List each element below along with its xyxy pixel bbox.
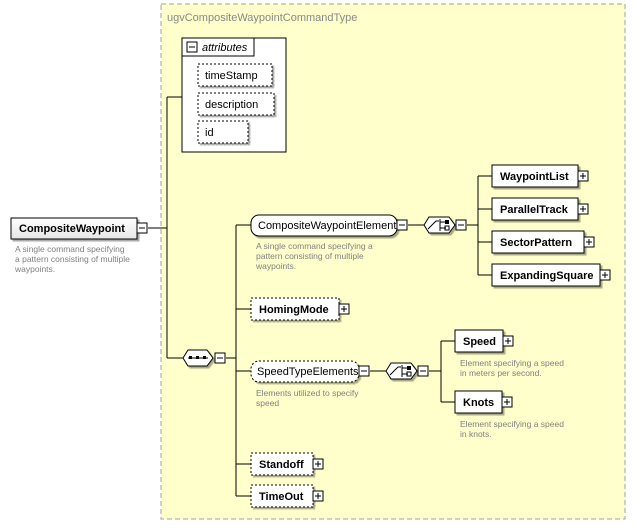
root-element-label: CompositeWaypoint [19, 223, 125, 235]
waypoint-list-label: WaypointList [500, 171, 569, 183]
composite-group-description: A single command specifying a pattern co… [255, 241, 375, 271]
element-parallel-track[interactable]: ParallelTrack [491, 197, 579, 221]
expand-icon[interactable] [501, 396, 513, 408]
choice-compositor[interactable] [423, 216, 456, 234]
element-waypoint-list[interactable]: WaypointList [491, 164, 579, 188]
attribute-description-label: description [205, 99, 258, 111]
root-description: A single command specifying a pattern co… [14, 244, 132, 274]
element-expanding-square[interactable]: ExpandingSquare [491, 263, 601, 287]
attributes-collapse-icon[interactable] [186, 41, 198, 53]
composite-waypoint-elements-group[interactable]: CompositeWaypointElements [250, 214, 402, 237]
element-standoff[interactable]: Standoff [250, 452, 314, 476]
sequence-compositor[interactable] [182, 349, 214, 367]
attributes-title: attributes [202, 42, 248, 54]
expand-icon[interactable] [577, 170, 589, 182]
speed-description: Element specifying a speed in meters per… [460, 358, 566, 378]
speed-group-collapse-icon[interactable] [358, 365, 370, 377]
speed-group-description: Elements utilized to specify speed [256, 388, 361, 408]
speed-label: Speed [463, 336, 496, 348]
expand-icon[interactable] [312, 458, 324, 470]
speed-choice-compositor[interactable] [385, 362, 418, 380]
speed-choice-collapse-icon[interactable] [417, 365, 429, 377]
knots-description: Element specifying a speed in knots. [460, 419, 566, 439]
attribute-id[interactable]: id [197, 120, 249, 144]
standoff-label: Standoff [259, 459, 304, 471]
element-speed[interactable]: Speed [454, 329, 504, 353]
expand-icon[interactable] [599, 269, 611, 281]
knots-label: Knots [463, 397, 494, 409]
collapse-icon[interactable] [136, 222, 148, 234]
choice-collapse-icon[interactable] [455, 219, 467, 231]
type-name: ugvCompositeWaypointCommandType [167, 12, 357, 24]
element-timeout[interactable]: TimeOut [250, 484, 314, 508]
connector-lines [148, 96, 492, 497]
expand-icon[interactable] [338, 303, 350, 315]
speed-type-elements-label: SpeedTypeElements [257, 366, 359, 378]
speed-type-elements-group[interactable]: SpeedTypeElements [250, 360, 360, 383]
element-sector-pattern[interactable]: SectorPattern [491, 230, 585, 254]
attribute-timestamp-label: timeStamp [205, 70, 258, 82]
attribute-id-label: id [205, 127, 214, 139]
expand-icon[interactable] [577, 203, 589, 215]
sequence-collapse-icon[interactable] [214, 352, 226, 364]
expand-icon[interactable] [312, 490, 324, 502]
homing-mode-label: HomingMode [259, 304, 329, 316]
expanding-square-label: ExpandingSquare [500, 270, 594, 282]
parallel-track-label: ParallelTrack [500, 204, 569, 216]
attribute-description[interactable]: description [197, 92, 275, 116]
element-homing-mode[interactable]: HomingMode [250, 297, 340, 321]
composite-group-collapse-icon[interactable] [396, 219, 408, 231]
attribute-timestamp[interactable]: timeStamp [197, 63, 273, 87]
sector-pattern-label: SectorPattern [500, 237, 572, 249]
expand-icon[interactable] [502, 335, 514, 347]
composite-waypoint-elements-label: CompositeWaypointElements [258, 220, 402, 232]
element-knots[interactable]: Knots [454, 390, 503, 414]
timeout-label: TimeOut [259, 491, 304, 503]
expand-icon[interactable] [583, 236, 595, 248]
